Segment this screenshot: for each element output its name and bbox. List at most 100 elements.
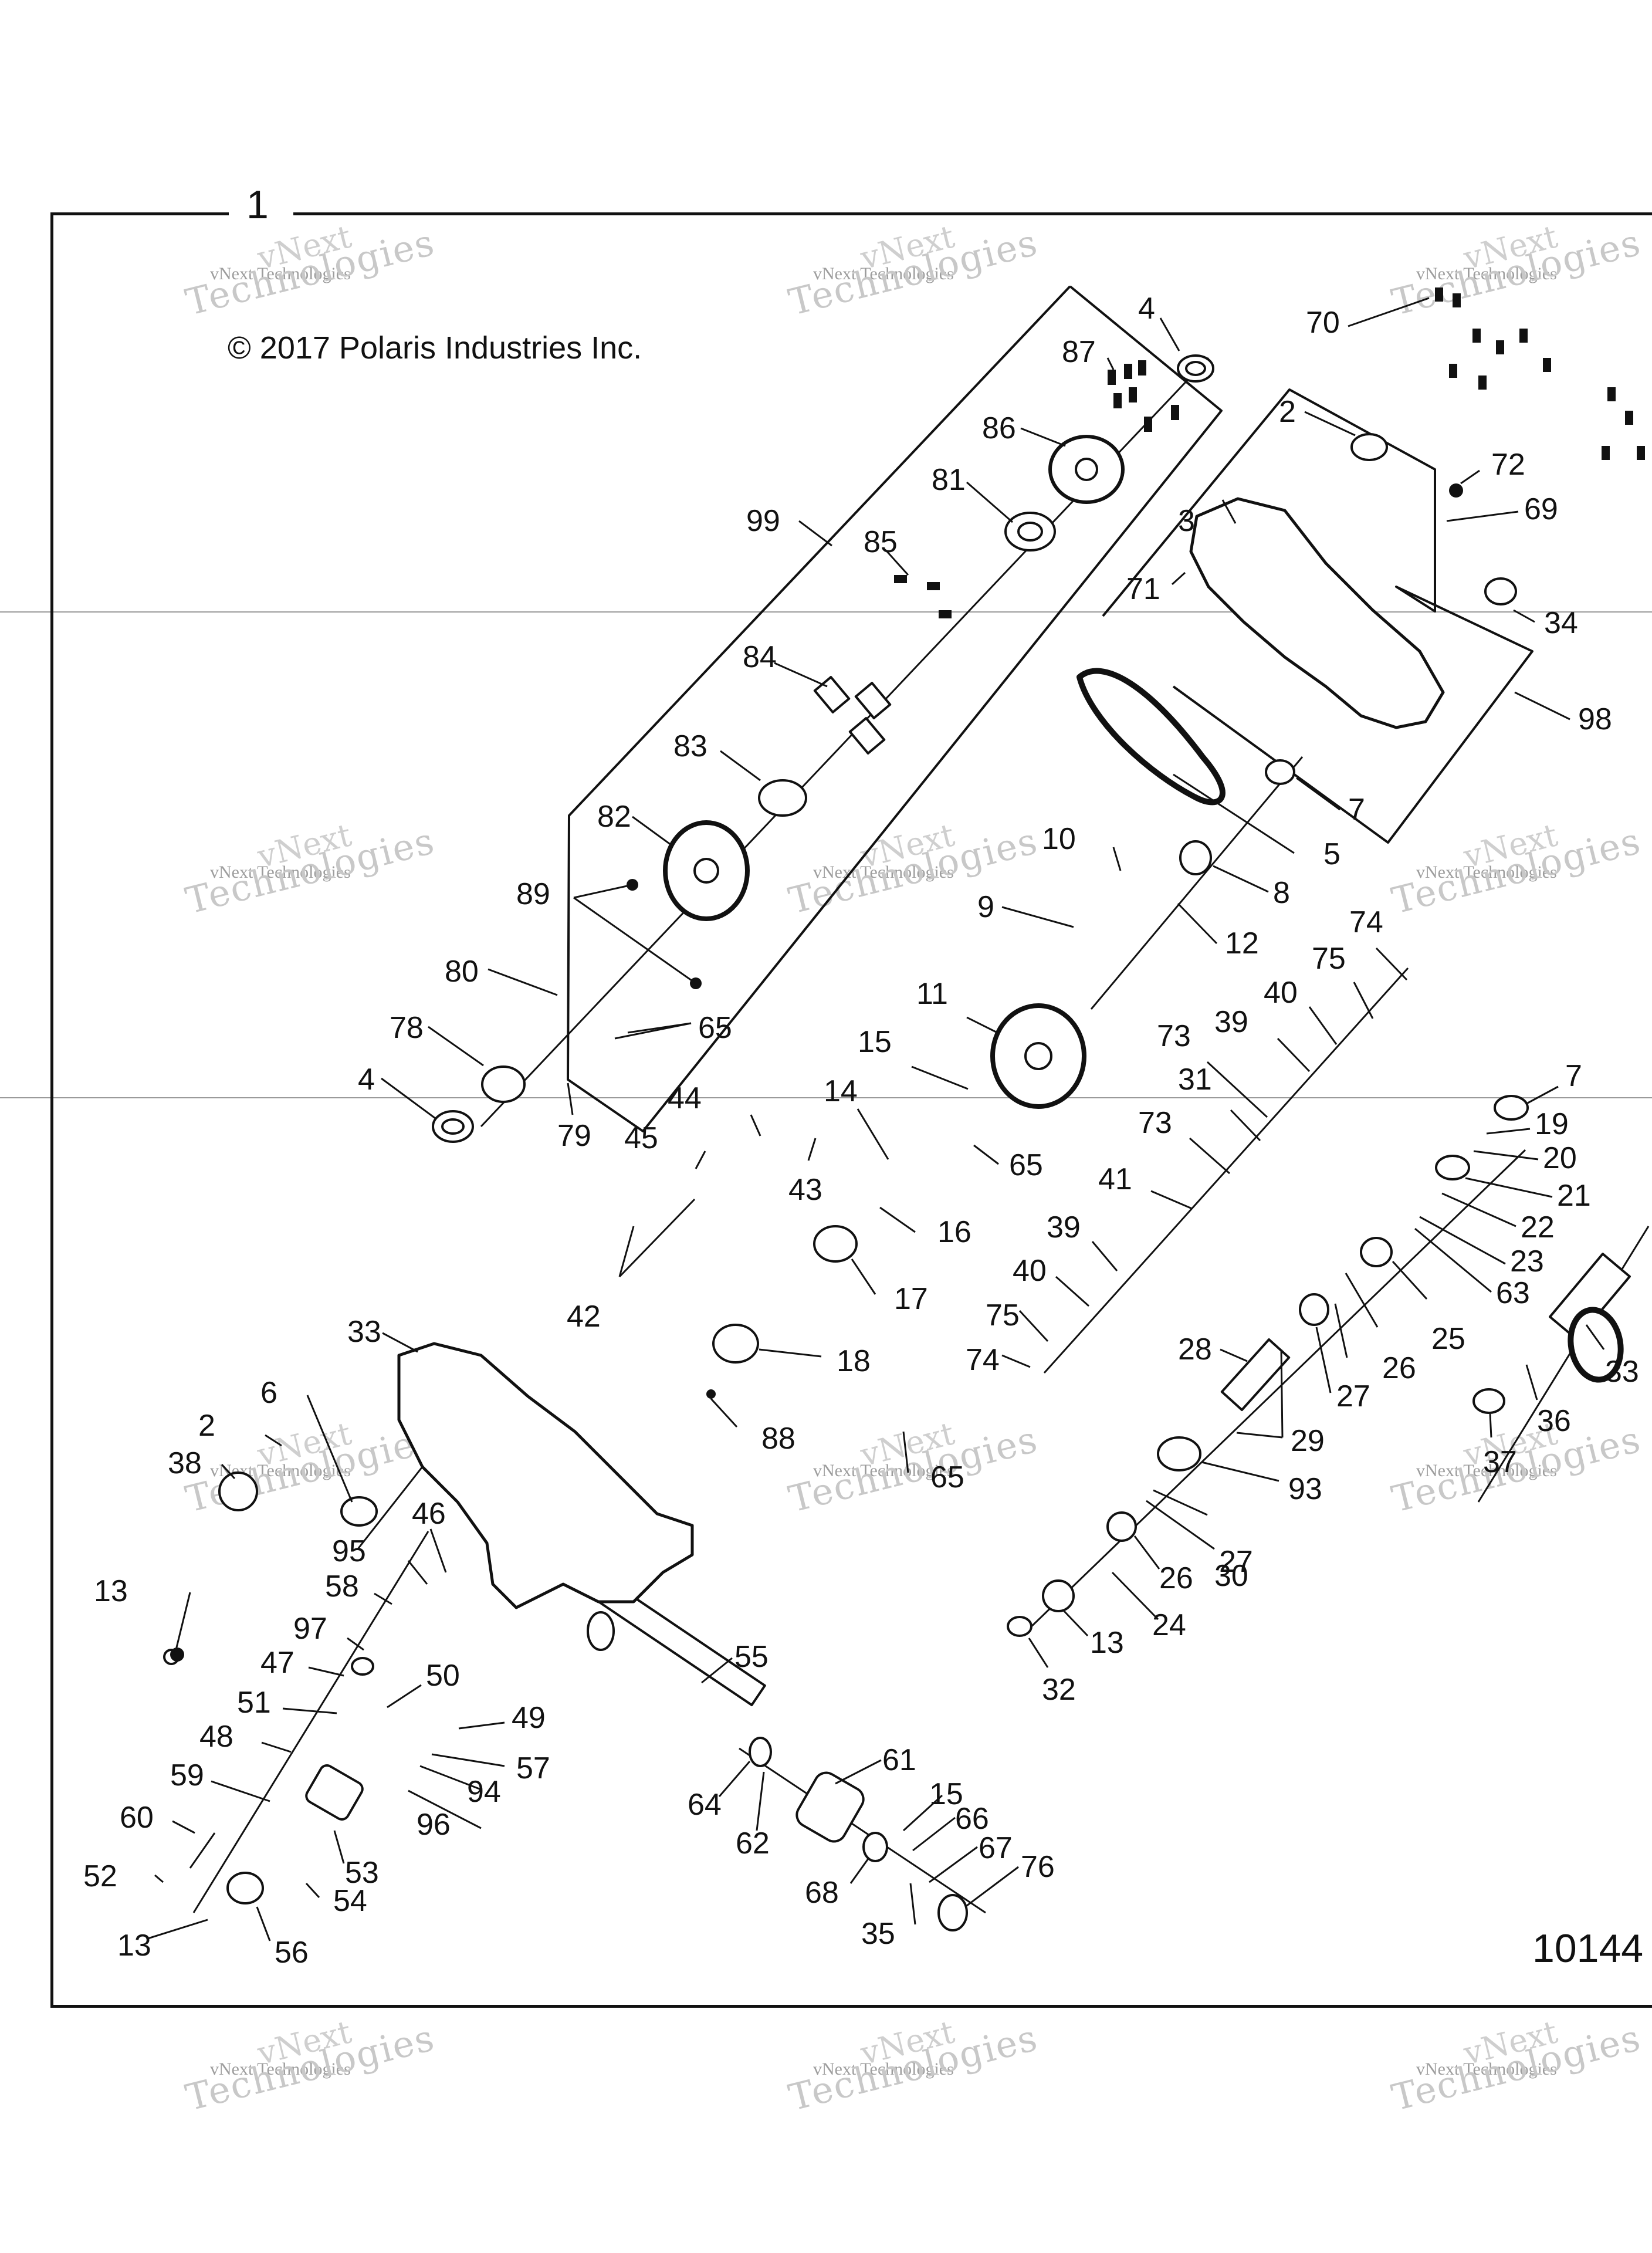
leader-lines (147, 297, 1605, 1941)
part-callout: 18 (837, 1344, 871, 1378)
part-callout: 57 (516, 1751, 550, 1785)
part-callout: 67 (979, 1831, 1013, 1865)
part-callout: 8 (1273, 876, 1290, 910)
part-callout: 62 (736, 1826, 770, 1860)
part-callout: 93 (1288, 1472, 1322, 1506)
part-callout: 99 (746, 504, 780, 538)
part-callout: 32 (1042, 1673, 1076, 1707)
part-callout: 40 (1013, 1254, 1047, 1288)
part-callout: 52 (83, 1859, 117, 1893)
part-callout: 63 (1496, 1276, 1530, 1310)
part-callout: 61 (882, 1743, 916, 1777)
part-callout: 33 (1605, 1355, 1639, 1389)
part-callout: 80 (445, 955, 479, 989)
part-callout: 71 (1126, 572, 1160, 606)
part-callout: 24 (1152, 1608, 1186, 1642)
part-callout: 13 (1090, 1626, 1124, 1660)
part-callout: 82 (597, 800, 631, 834)
part-callout: 42 (567, 1300, 601, 1334)
part-callout: 56 (275, 1936, 309, 1970)
part-callout: 75 (986, 1298, 1020, 1332)
part-callout: 53 (345, 1856, 379, 1890)
part-callout: 13 (117, 1929, 151, 1963)
part-callout: 22 (1521, 1210, 1555, 1244)
part-callout: 43 (788, 1173, 822, 1207)
part-callout: 87 (1062, 335, 1096, 369)
part-callout: 72 (1491, 448, 1525, 482)
group-bracket-99 (567, 285, 1223, 1132)
part-callout: 41 (1098, 1162, 1132, 1196)
part-callout: 70 (1306, 306, 1340, 340)
part-callout: 47 (260, 1646, 294, 1680)
part-callout: 83 (673, 729, 707, 763)
part-callout: 60 (120, 1801, 154, 1835)
housing-98 (1189, 497, 1445, 729)
frame-gap (229, 205, 293, 223)
part-callout: 74 (966, 1343, 1000, 1377)
part-callout: 37 (1483, 1445, 1517, 1479)
part-callout: 95 (332, 1534, 366, 1568)
part-callout: 23 (1510, 1244, 1544, 1278)
part-callout: 64 (688, 1788, 722, 1822)
part-callout: 68 (805, 1876, 839, 1910)
frame-label: 1 (246, 182, 269, 227)
part-callout: 55 (734, 1640, 769, 1674)
part-callout: 17 (894, 1282, 928, 1316)
part-callout: 10 (1042, 822, 1076, 856)
part-callout: 25 (1431, 1322, 1465, 1356)
part-callout: 65 (1009, 1148, 1043, 1182)
part-callout: 4 (1138, 292, 1155, 326)
part-callout: 6 (260, 1376, 277, 1410)
part-callout: 15 (929, 1777, 963, 1811)
part-callout: 14 (824, 1074, 858, 1108)
part-callout: 15 (858, 1025, 892, 1059)
part-callout: 29 (1291, 1424, 1325, 1458)
part-callout: 27 (1336, 1379, 1370, 1413)
part-callout: 7 (1565, 1059, 1582, 1093)
part-callout: 36 (1537, 1404, 1571, 1438)
part-callout: 85 (864, 525, 898, 559)
part-callout: 48 (199, 1720, 233, 1754)
part-callout: 89 (516, 877, 550, 911)
part-callout: 97 (293, 1612, 327, 1646)
part-callout: 33 (347, 1315, 381, 1349)
part-callout: 84 (743, 640, 777, 674)
part-callout: 98 (1578, 702, 1612, 736)
part-callout: 26 (1159, 1561, 1193, 1595)
part-callout: 76 (1021, 1850, 1055, 1884)
part-callout: 20 (1543, 1141, 1577, 1175)
part-callout: 81 (932, 463, 966, 497)
part-callout: 73 (1138, 1106, 1172, 1140)
part-callout: 19 (1535, 1107, 1569, 1141)
part-callout: 7 (1348, 793, 1365, 827)
drawing-id: 10144 (1532, 1926, 1644, 1971)
part-callout: 46 (412, 1497, 446, 1531)
part-callout: 78 (390, 1011, 424, 1045)
part-callout: 51 (237, 1686, 271, 1720)
gear-parts (163, 354, 1631, 1931)
part-callout: 5 (1323, 837, 1340, 871)
part-callout: 11 (916, 977, 948, 1011)
part-callout: 2 (1279, 395, 1296, 429)
part-callout: 49 (512, 1701, 546, 1735)
part-callout: 54 (333, 1884, 367, 1918)
part-callout: 38 (168, 1446, 202, 1480)
part-callout: 12 (1225, 926, 1259, 960)
part-callout: 65 (930, 1460, 964, 1494)
group-bracket-98 (1102, 388, 1533, 844)
part-callout: 27 (1219, 1545, 1253, 1579)
part-callout: 58 (325, 1569, 359, 1604)
part-callout: 31 (1178, 1063, 1212, 1097)
part-callout: 26 (1382, 1351, 1416, 1385)
divider-line (0, 611, 1652, 613)
part-callout: 86 (982, 411, 1016, 445)
part-callout: 16 (937, 1215, 971, 1249)
part-callout: 4 (358, 1063, 375, 1097)
part-callout: 35 (861, 1917, 895, 1951)
part-callout: 69 (1524, 492, 1558, 526)
axis-lines (192, 357, 1650, 1914)
part-callout: 74 (1349, 905, 1383, 939)
part-callout: 59 (170, 1758, 204, 1792)
